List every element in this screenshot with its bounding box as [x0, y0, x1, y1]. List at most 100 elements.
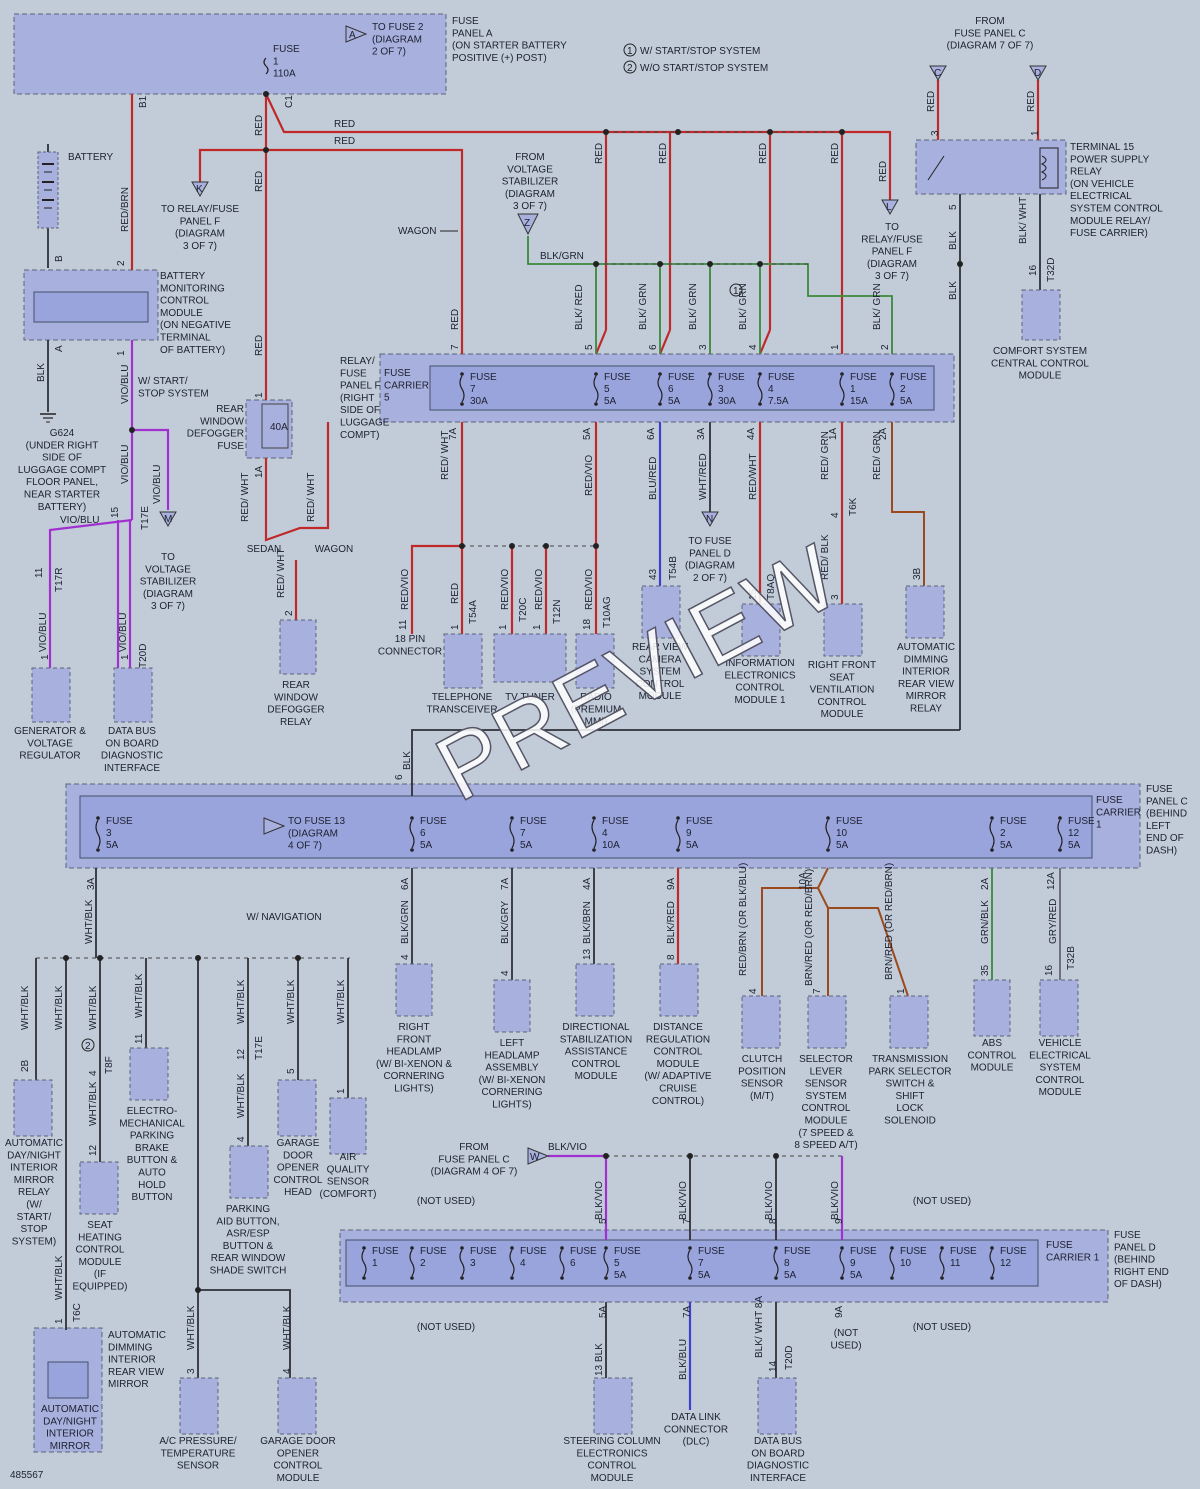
ground-icon	[40, 413, 56, 423]
wire-label: RED/WHT	[748, 453, 759, 500]
day-night-mirror-relay-label-line: STOP	[20, 1224, 47, 1235]
pin-number: 2	[116, 260, 127, 266]
wire-label: WHT/BLK	[236, 1073, 247, 1118]
generator-label-line: REGULATOR	[19, 751, 80, 762]
wire-label: BLK/RED	[666, 901, 677, 944]
from-fuse-panel-c-top-label-line: FROM	[975, 16, 1004, 27]
pin-number: 1	[450, 624, 461, 630]
note-marker-1: 1	[733, 286, 739, 297]
rear-window-defogger-relay-box	[279, 619, 317, 675]
pin-number: 3A	[86, 877, 97, 890]
rear-view-camera-label-line: CONTROL	[636, 679, 685, 690]
telephone-box	[443, 633, 483, 689]
fuse-panel-a-label-line: PANEL A	[452, 28, 493, 39]
vesc-box	[1039, 979, 1079, 1037]
terminal-15-relay-label-line: (ON VEHICLE	[1070, 179, 1134, 190]
wire-label: RED/VIO	[400, 569, 411, 610]
air-quality-sensor-label-line: AIR	[340, 1152, 357, 1163]
fuse-d-8-word: FUSE	[784, 1246, 811, 1257]
note-1-icon	[623, 43, 637, 57]
to-fuse-panel-d-label-line: TO FUSE	[688, 536, 731, 547]
wire-label: BLK	[948, 231, 959, 250]
panel-f-fuses: FUSE730AFUSE55AFUSE65AFUSE330AFUSE47.5AF…	[459, 372, 927, 407]
garage-door-head-label-line: OPENER	[277, 1163, 319, 1174]
directional-stabilization-label: DIRECTIONALSTABILIZATIONASSISTANCECONTRO…	[560, 1022, 632, 1082]
fuse-panel-a-label-line: FUSE	[452, 16, 479, 27]
right-front-headlamp-label-line: (W/ BI-XENON &	[376, 1059, 452, 1070]
fuse-d-2-number: 2	[420, 1258, 426, 1269]
vehicle-electrical-module-label-line: CONTROL	[1036, 1075, 1085, 1086]
wire-label: RED/VIO	[584, 569, 595, 610]
left-headlamp-box	[493, 979, 531, 1033]
seat-heating-box	[79, 1161, 119, 1215]
pin-number: 1	[1030, 130, 1041, 136]
wire-label: VIO/BLU	[118, 613, 129, 652]
flag-l-letter: L	[886, 202, 892, 213]
fuse-carrier-1-c-label-line: 1	[1096, 820, 1102, 831]
connector-id: C1	[284, 95, 295, 108]
fuse-d-9-rating: 5A	[850, 1270, 863, 1281]
wagon-arrow-label: WAGON	[398, 226, 437, 237]
pin-number: 1	[830, 344, 841, 350]
right-headlamp-box	[395, 963, 433, 1017]
wire-label: WHT/BLK	[282, 1305, 293, 1350]
to-voltage-stabilizer-label-line: STABILIZER	[140, 577, 197, 588]
to-relay-fuse-l-label-line: (DIAGRAM	[867, 259, 917, 270]
fuse-f-3-word: FUSE	[718, 372, 745, 383]
fuse-panel-d-label-line: (BEHIND	[1114, 1255, 1155, 1266]
from-voltage-stabilizer-label-line: FROM	[515, 152, 544, 163]
pin-number: 2A	[878, 427, 889, 440]
auto-dimming-mirror-label-line: MIRROR	[108, 1379, 149, 1390]
directional-stabilization-label-line: ASSISTANCE	[565, 1047, 628, 1058]
rear-window-defogger-fuse-label-line: FUSE	[217, 441, 244, 452]
wire-label: RED/ BLK	[820, 534, 831, 580]
splice-nodes	[63, 91, 963, 1293]
from-fuse-panel-c-bottom-label-line: (DIAGRAM 4 OF 7)	[431, 1167, 518, 1178]
right-front-headlamp-label-line: CORNERING	[383, 1071, 444, 1082]
selector-lever-label-line: (7 SPEED &	[798, 1128, 853, 1139]
connector-flags	[159, 25, 1047, 1165]
connector-id: B1	[138, 95, 149, 108]
wire-label: BLK/VIO	[764, 1181, 775, 1220]
distance-regulation-label-line: CONTROL	[654, 1047, 703, 1058]
pin-number: 10A	[798, 872, 809, 890]
fuse-panel-a-label-line: (ON STARTER BATTERY	[452, 41, 567, 52]
day-night-mirror-relay-label-line: RELAY	[18, 1187, 50, 1198]
information-electronics-label-line: INFORMATION	[725, 658, 794, 669]
steering-column-label-line: STEERING COLUMN	[563, 1436, 660, 1447]
fuse-c-9-word: FUSE	[686, 816, 713, 827]
pin-number: 11	[134, 1033, 145, 1044]
terminal15-relay-box	[915, 139, 1067, 195]
wagon-label-line: WAGON	[315, 544, 354, 555]
auto-day-night-mirror-label-line: MIRROR	[50, 1441, 91, 1452]
ground-g624-label-line: SIDE OF	[42, 453, 82, 464]
pin-number: 16	[1028, 264, 1039, 276]
auto-dimming-relay-label-line: RELAY	[910, 704, 942, 715]
tv-tuner-label-line: TV TUNER	[505, 692, 555, 703]
relay-fuse-panel-f-label-line: FUSE	[340, 368, 367, 379]
ground-g624-label-line: FLOOR PANEL,	[26, 477, 98, 488]
seat-ventilation-label-line: MODULE	[821, 709, 864, 720]
distance-regulation-label-line: (W/ ADAPTIVE	[644, 1071, 712, 1082]
day-night-mirror-relay-label-line: START/	[17, 1212, 52, 1223]
fuse-panel-c-label-line: (BEHIND	[1146, 809, 1187, 820]
air-quality-sensor-label-line: (COMFORT)	[319, 1189, 376, 1200]
fuse-1-110a-line: 1	[273, 56, 279, 67]
directional-stabilization-label-line: MODULE	[575, 1071, 618, 1082]
wire-label: BLK/ WHT	[1018, 197, 1029, 244]
fuse-f-5-word: FUSE	[604, 372, 631, 383]
day-night-mirror-relay-label-line: AUTOMATIC	[5, 1138, 63, 1149]
wire-label: VIO/BLU	[120, 445, 131, 484]
wire-blk-vio-label: BLK/VIO	[548, 1142, 587, 1153]
flag-z-letter: Z	[524, 218, 530, 229]
wire-label: RED	[450, 309, 461, 330]
